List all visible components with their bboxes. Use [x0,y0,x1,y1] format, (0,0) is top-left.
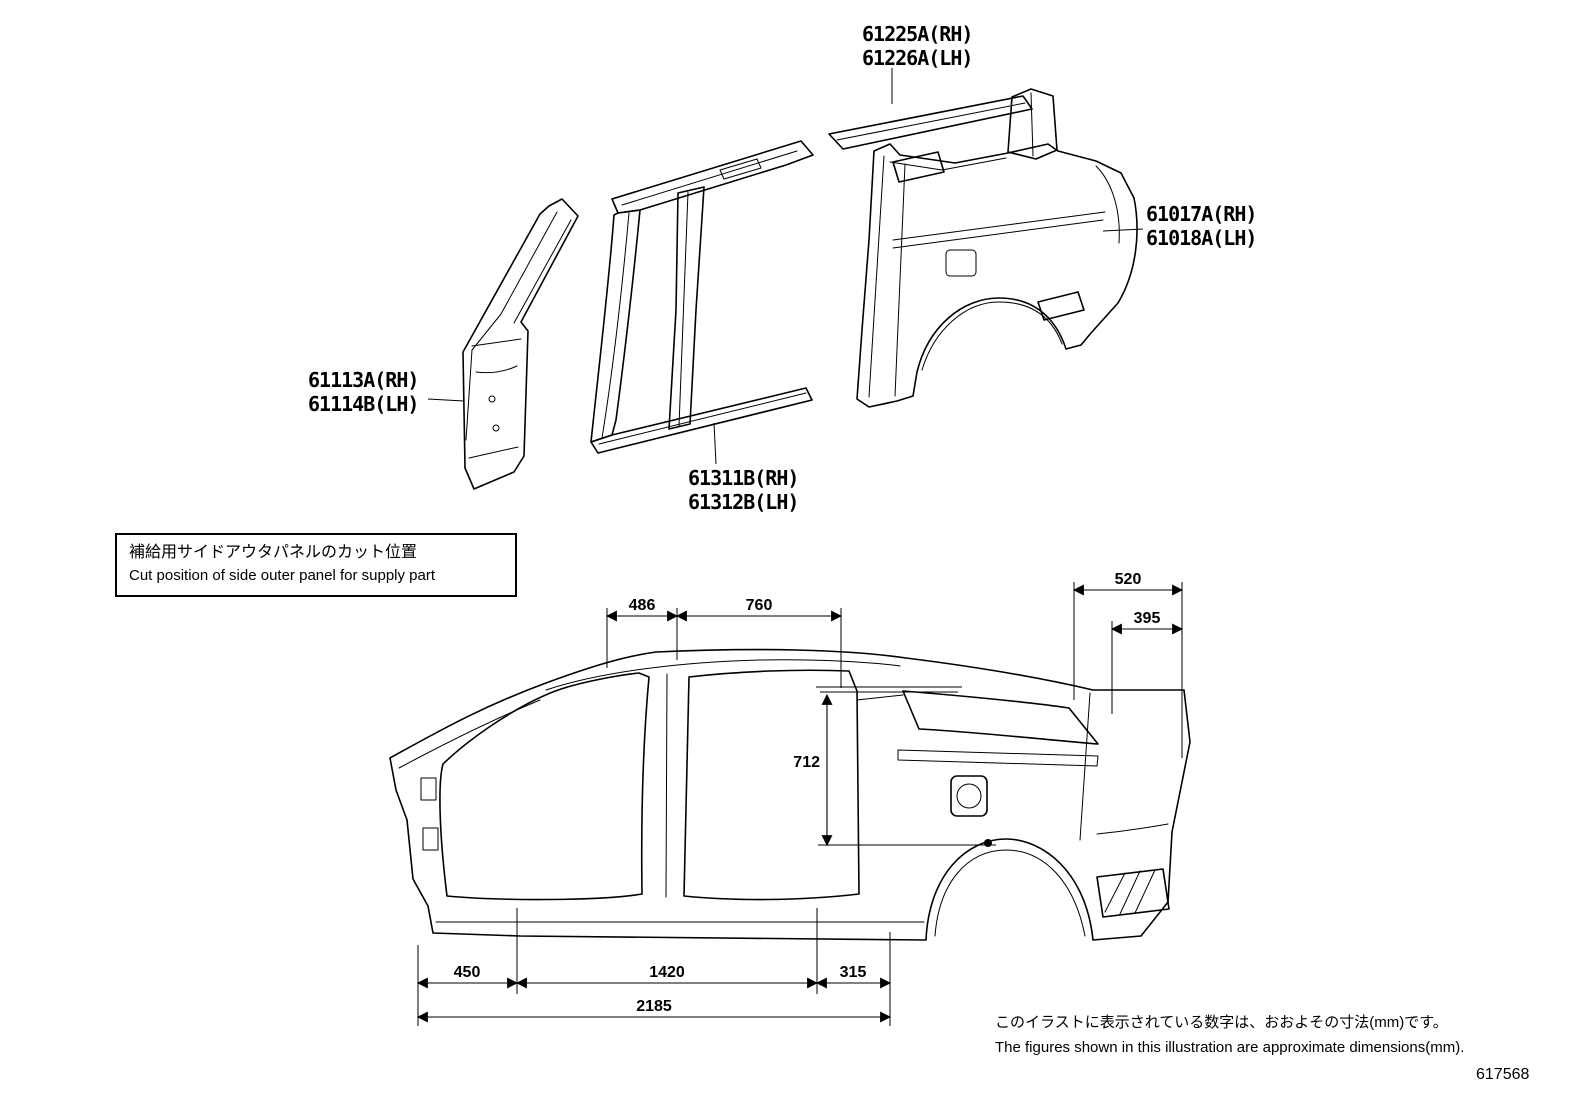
approximate-dimensions-note: このイラストに表示されている数字は、おおよその寸法(mm)です。 The fig… [995,1010,1464,1060]
side-panel-outline [389,648,1191,941]
dimension-2185: 2185 [636,998,672,1015]
cut-position-note-box: 補給用サイドアウタパネルのカット位置 Cut position of side … [115,533,517,597]
part-number-rh[interactable]: 61113A(RH) [308,368,419,392]
exploded-view-drawing [427,68,1144,490]
part-label-front-pillar[interactable]: 61113A(RH) 61114B(LH) [308,368,419,416]
dimension-486: 486 [628,597,656,614]
part-number-lh[interactable]: 61114B(LH) [308,392,419,416]
dimension-395: 395 [1133,610,1161,627]
dimensioned-view-drawing [389,582,1191,1026]
part-number-rh[interactable]: 61017A(RH) [1146,202,1257,226]
part-label-rocker-panel[interactable]: 61311B(RH) 61312B(LH) [688,466,799,514]
rear-roof-rail-outline [828,88,1058,183]
part-number-lh[interactable]: 61312B(LH) [688,490,799,514]
dimension-1420: 1420 [649,964,685,981]
dimension-450: 450 [453,964,481,981]
dimension-lines [416,582,1184,1026]
dimension-315: 315 [839,964,867,981]
dimension-712: 712 [793,754,820,771]
part-label-quarter-panel[interactable]: 61017A(RH) 61018A(LH) [1146,202,1257,250]
note-english: Cut position of side outer panel for sup… [129,567,436,584]
figure-number: 617568 [1476,1066,1530,1083]
dimension-760: 760 [745,597,773,614]
note-japanese: 補給用サイドアウタパネルのカット位置 [129,544,418,561]
part-number-lh[interactable]: 61226A(LH) [862,46,973,70]
part-number-rh[interactable]: 61311B(RH) [688,466,799,490]
quarter-panel-outline [856,143,1138,408]
part-label-roof-side-panel[interactable]: 61225A(RH) 61226A(LH) [862,22,973,70]
footer-note-english: The figures shown in this illustration a… [995,1039,1465,1056]
part-number-lh[interactable]: 61018A(LH) [1146,226,1257,250]
front-pillar-outline [462,198,579,490]
dimension-520: 520 [1114,571,1142,588]
part-label-leader-lines [427,68,1144,465]
roof-rail-and-rocker-outline [590,140,814,454]
part-number-rh[interactable]: 61225A(RH) [862,22,973,46]
footer-note-japanese: このイラストに表示されている数字は、おおよその寸法(mm)です。 [995,1014,1448,1031]
